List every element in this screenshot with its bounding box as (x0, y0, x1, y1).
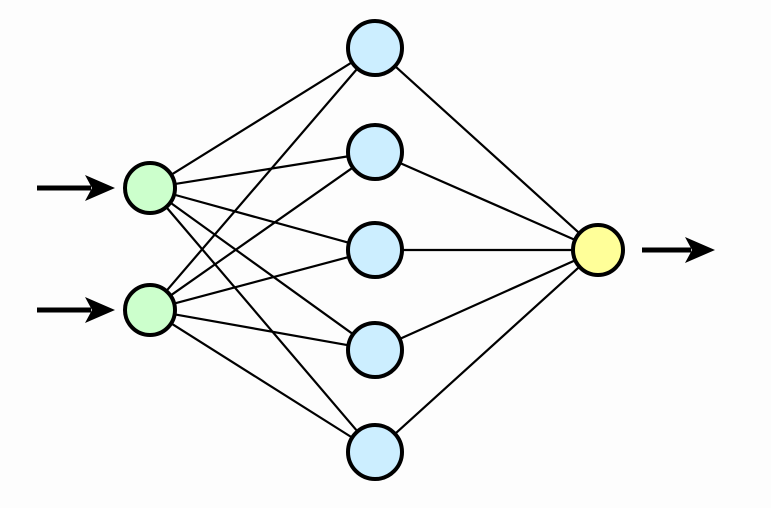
edge-i2-to-h3 (172, 255, 351, 305)
input-arrow-2 (37, 297, 115, 323)
edge-i1-to-h1 (169, 60, 355, 177)
edge-i2-to-h1 (164, 66, 360, 293)
hidden-node-5[interactable] (346, 423, 404, 481)
edge-i1-to-h3 (172, 193, 352, 245)
input-node-1[interactable] (123, 161, 177, 215)
edge-h4-to-o1 (397, 258, 578, 341)
output-arrow-1-head (685, 237, 715, 263)
hidden-node-2[interactable] (346, 123, 404, 181)
output-node-1[interactable] (571, 223, 625, 277)
edge-i1-to-h2 (172, 155, 351, 186)
edge-i1-to-h5 (164, 205, 360, 434)
input-node-2[interactable] (123, 283, 177, 337)
edge-i2-to-h4 (172, 313, 351, 347)
hidden-node-1[interactable] (346, 19, 404, 77)
input-arrow-1 (37, 175, 115, 201)
io-arrows-group (37, 175, 715, 323)
edges-group (164, 60, 582, 440)
edge-i2-to-h5 (169, 321, 355, 440)
hidden-node-4[interactable] (346, 321, 404, 379)
edge-h1-to-o1 (393, 64, 582, 235)
edge-i1-to-h4 (168, 200, 356, 336)
edge-h5-to-o1 (393, 265, 582, 436)
hidden-node-3[interactable] (346, 221, 404, 279)
input-arrow-1-head (85, 175, 115, 201)
edge-i2-to-h2 (168, 165, 355, 298)
nodes-group (123, 19, 625, 481)
edge-h2-to-o1 (397, 161, 578, 242)
input-arrow-2-head (85, 297, 115, 323)
output-arrow-1 (642, 237, 715, 263)
